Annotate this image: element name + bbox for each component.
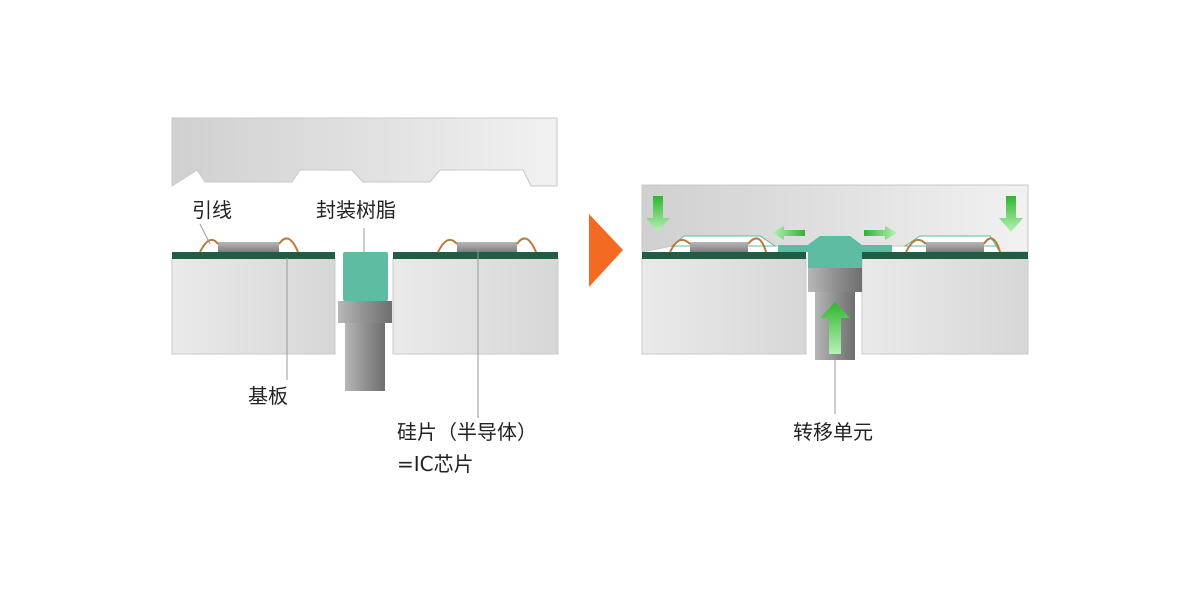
flow-arrow-right-icon [864, 226, 897, 240]
lead-wire [437, 238, 458, 253]
label-substrate: 基板 [248, 384, 288, 408]
ic-chip-right-after [926, 242, 984, 252]
ic-chip-right [457, 242, 517, 252]
lead-wire [747, 237, 767, 253]
before-state [171, 117, 559, 418]
substrate-right-top [393, 252, 558, 259]
lead-wire [983, 237, 1001, 253]
push-arrow-up-icon [820, 302, 850, 354]
substrate-right-after-top [862, 252, 1028, 259]
process-arrow [589, 214, 623, 287]
lead-wire [516, 237, 537, 253]
substrate-left-top [172, 252, 335, 259]
flow-arrow-left-icon [772, 226, 805, 240]
pot-collar-after [808, 268, 862, 292]
upper-mold [171, 117, 558, 187]
label-chip-line2: =IC芯片 [397, 452, 474, 476]
clamp-arrow-down-icon [646, 196, 670, 232]
clamp-arrow-down-icon [999, 196, 1023, 232]
substrate-left [171, 257, 336, 355]
substrate-right-after [861, 257, 1029, 355]
after-state [641, 184, 1029, 414]
lead-wire [669, 238, 691, 253]
resin-tablet [343, 252, 388, 301]
lead-wire [199, 238, 219, 253]
label-resin: 封装树脂 [316, 198, 396, 222]
pot-collar [338, 301, 392, 323]
plunger [345, 323, 385, 391]
lead-wire [905, 238, 927, 253]
substrate-right [392, 257, 559, 355]
lead-wire [278, 237, 299, 253]
label-lead: 引线 [192, 198, 232, 222]
label-chip-line1: 硅片（半导体） [397, 420, 537, 444]
leader-line-lead [199, 223, 211, 245]
substrate-left-after-top [642, 252, 806, 259]
ic-chip-left-after [690, 242, 748, 252]
resin-runner [778, 236, 892, 268]
ic-chip-left [218, 242, 279, 252]
label-transfer: 转移单元 [793, 420, 873, 444]
substrate-left-after [641, 257, 807, 355]
